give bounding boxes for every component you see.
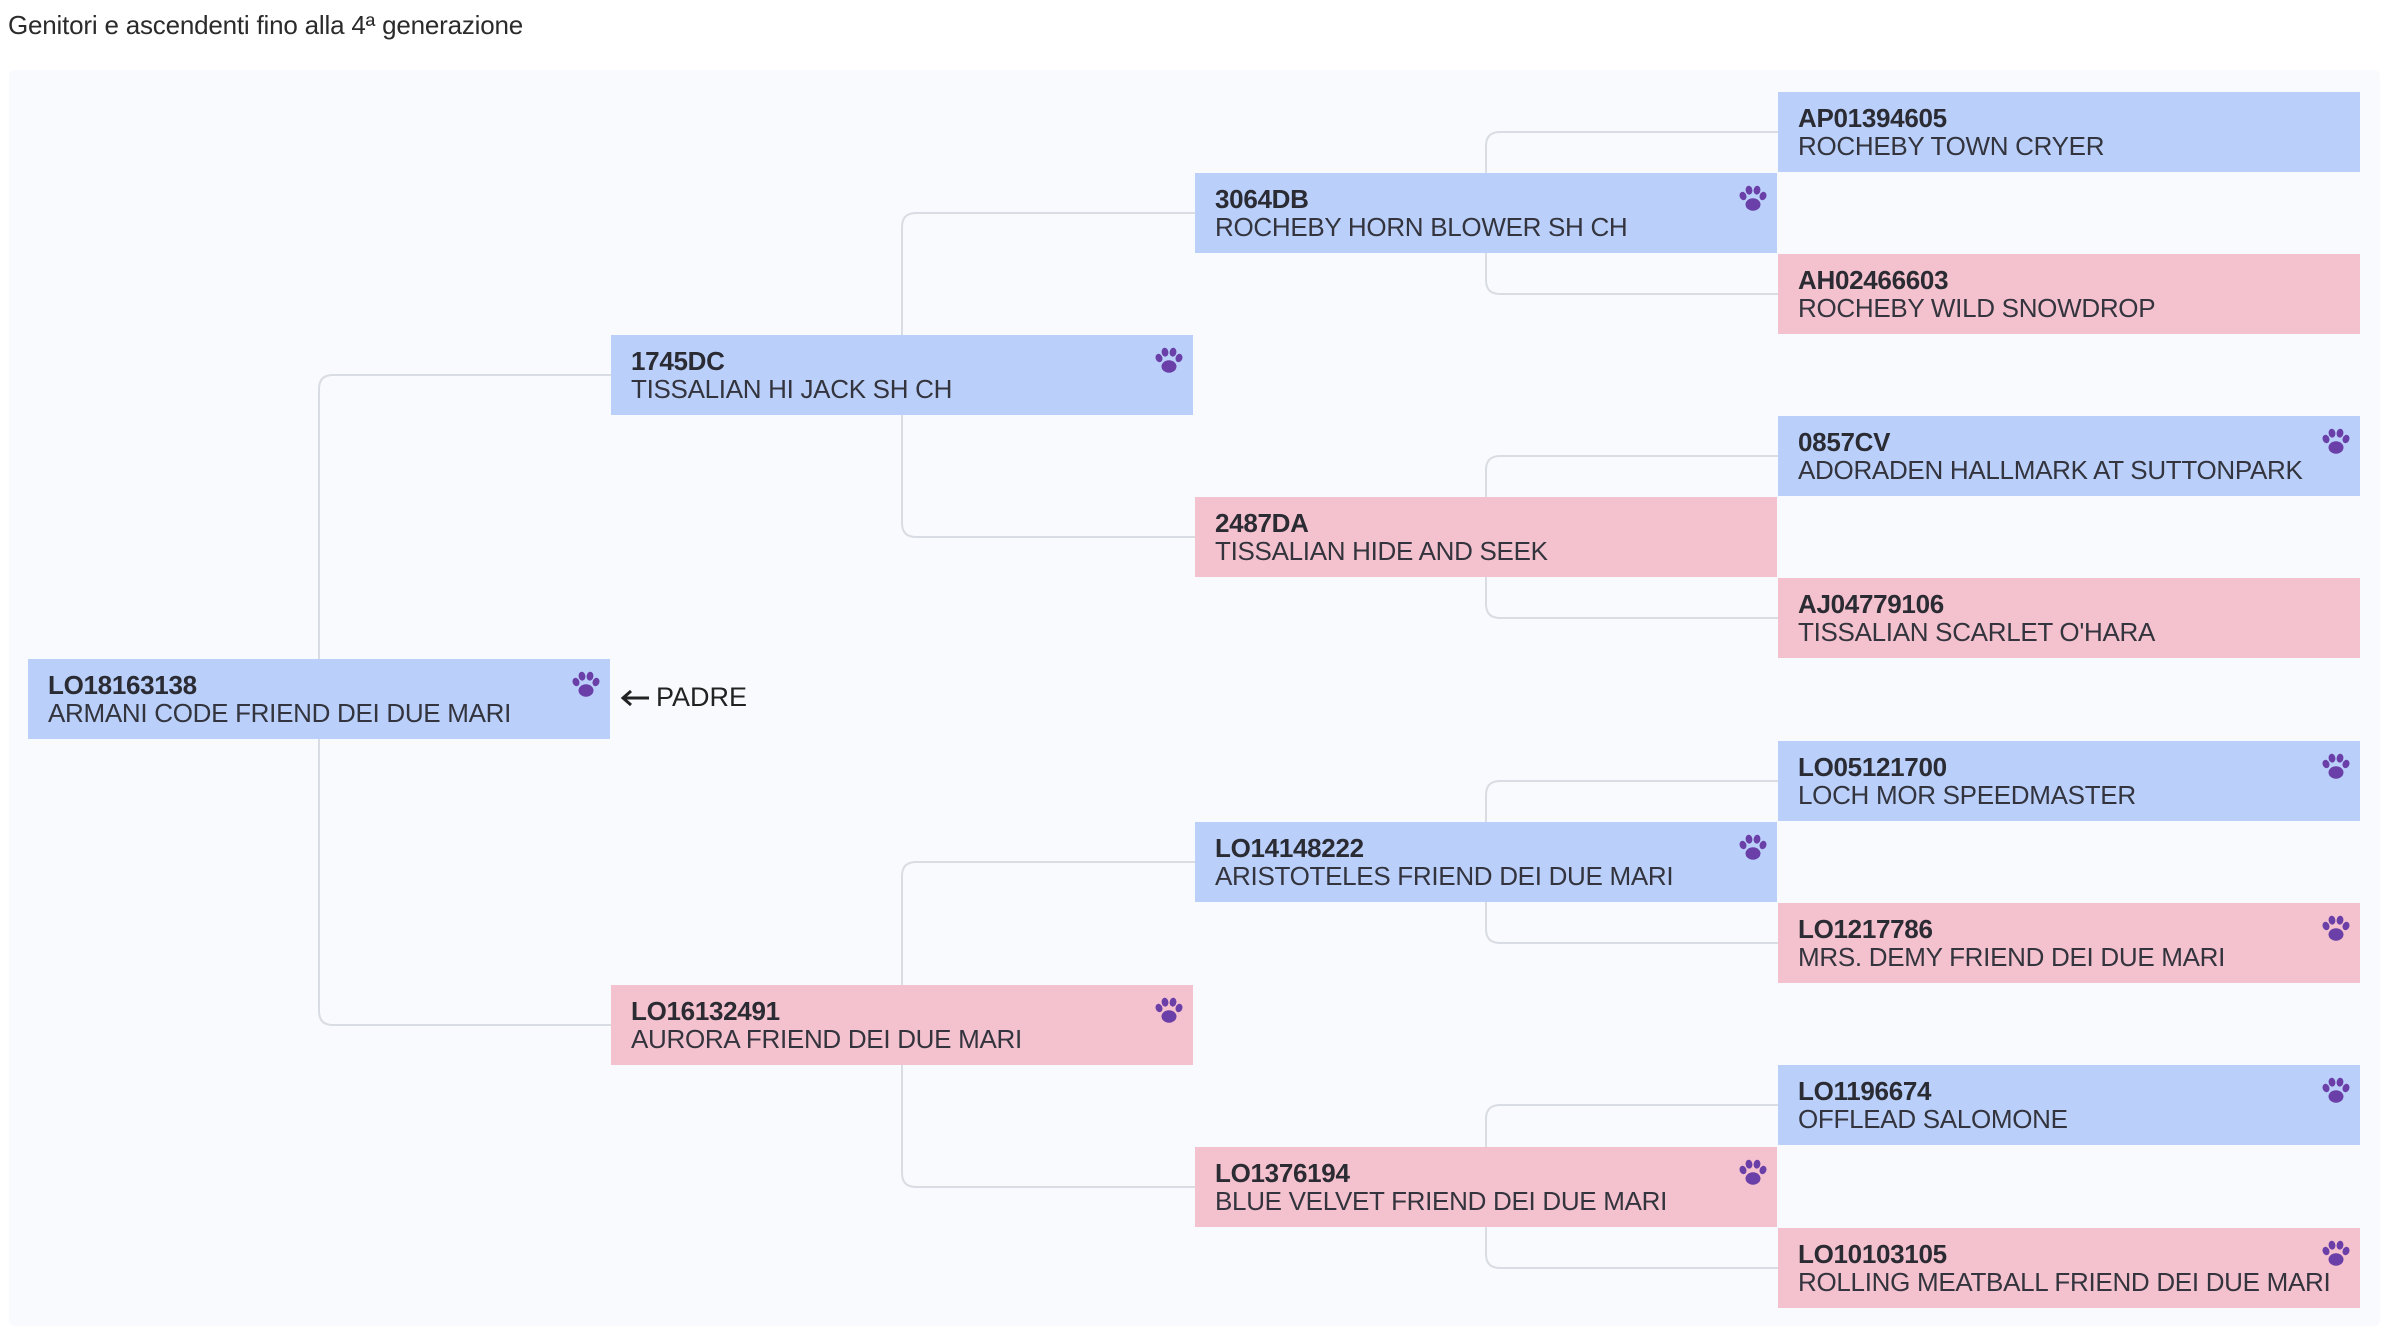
paw-icon[interactable]: [2321, 915, 2351, 943]
dog-name: ARISTOTELES FRIEND DEI DUE MARI: [1215, 861, 1674, 891]
dog-name: ARMANI CODE FRIEND DEI DUE MARI: [48, 698, 512, 728]
registration-number: 2487DA: [1215, 508, 1309, 538]
dog-name: TISSALIAN HIDE AND SEEK: [1215, 536, 1548, 566]
paw-icon[interactable]: [1738, 834, 1768, 862]
registration-number: AJ04779106: [1798, 589, 1944, 619]
paw-icon[interactable]: [2321, 428, 2351, 456]
registration-number: AH02466603: [1798, 265, 1949, 295]
registration-number: LO14148222: [1215, 833, 1364, 863]
registration-number: 1745DC: [631, 346, 725, 376]
paw-icon[interactable]: [2321, 1240, 2351, 1268]
dog-name: OFFLEAD SALOMONE: [1798, 1104, 2068, 1134]
paw-icon[interactable]: [2321, 1077, 2351, 1105]
dog-name: LOCH MOR SPEEDMASTER: [1798, 780, 2136, 810]
paw-icon[interactable]: [2321, 753, 2351, 781]
dog-name: TISSALIAN SCARLET O'HARA: [1798, 617, 2156, 647]
registration-number: LO05121700: [1798, 752, 1947, 782]
paw-icon[interactable]: [1154, 347, 1184, 375]
registration-number: AP01394605: [1798, 103, 1947, 133]
registration-number: LO1376194: [1215, 1158, 1350, 1188]
dog-name: ADORADEN HALLMARK AT SUTTONPARK: [1798, 455, 2303, 485]
paw-icon[interactable]: [571, 671, 601, 699]
registration-number: LO10103105: [1798, 1239, 1947, 1269]
dog-name: AURORA FRIEND DEI DUE MARI: [631, 1024, 1022, 1054]
registration-number: LO1196674: [1798, 1076, 1932, 1106]
padre-text: PADRE: [656, 682, 748, 712]
dog-name: ROCHEBY WILD SNOWDROP: [1798, 293, 2156, 323]
paw-icon[interactable]: [1738, 1159, 1768, 1187]
dog-name: ROLLING MEATBALL FRIEND DEI DUE MARI: [1798, 1267, 2331, 1297]
page-title: Genitori e ascendenti fino alla 4ª gener…: [8, 10, 523, 40]
dog-name: BLUE VELVET FRIEND DEI DUE MARI: [1215, 1186, 1668, 1216]
dog-name: ROCHEBY TOWN CRYER: [1798, 131, 2105, 161]
dog-name: TISSALIAN HI JACK SH CH: [631, 374, 953, 404]
dog-name: MRS. DEMY FRIEND DEI DUE MARI: [1798, 942, 2226, 972]
registration-number: LO1217786: [1798, 914, 1933, 944]
subject-role-label: PADRE: [620, 682, 747, 713]
dog-name: ROCHEBY HORN BLOWER SH CH: [1215, 212, 1628, 242]
registration-number: LO16132491: [631, 996, 780, 1026]
paw-icon[interactable]: [1154, 997, 1184, 1025]
paw-icon[interactable]: [1738, 185, 1768, 213]
registration-number: LO18163138: [48, 670, 197, 700]
arrow-left-icon: [620, 689, 649, 706]
registration-number: 0857CV: [1798, 427, 1891, 457]
registration-number: 3064DB: [1215, 184, 1309, 214]
